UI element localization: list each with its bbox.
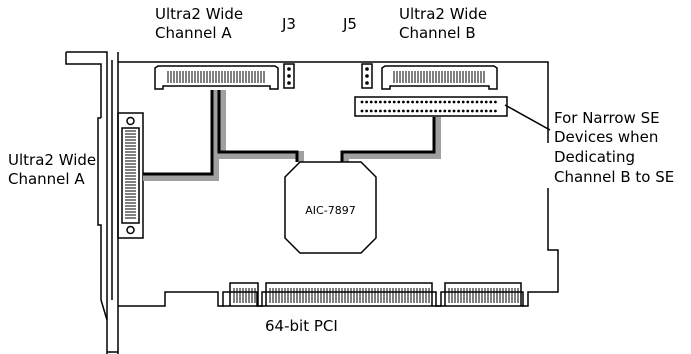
- header-pin: [443, 109, 447, 113]
- header-pin: [420, 109, 424, 113]
- header-pin: [420, 100, 424, 104]
- header-pin: [365, 109, 368, 113]
- header-pin: [429, 109, 433, 113]
- header-pin: [392, 100, 396, 104]
- channel-a-side-connector: [117, 112, 144, 239]
- aic-7897-chip: AIC-7897: [284, 161, 377, 254]
- jumper-j5: [361, 63, 373, 89]
- header-pin: [383, 100, 387, 104]
- header-pin: [406, 109, 410, 113]
- side-label-line2: Channel A: [8, 170, 85, 188]
- header-pin: [434, 100, 437, 104]
- header-pin: [457, 100, 460, 104]
- chip-label: AIC-7897: [305, 204, 355, 217]
- header-pin: [425, 100, 428, 104]
- header-pin: [383, 109, 387, 113]
- header-pin: [475, 100, 479, 104]
- header-pin: [411, 109, 414, 113]
- header-pin: [388, 100, 391, 104]
- j3-label: J3: [281, 15, 296, 33]
- header-pin: [429, 100, 433, 104]
- header-pin: [369, 100, 373, 104]
- narrow-se-label-line1: For Narrow SE: [554, 109, 660, 127]
- header-pin: [438, 109, 442, 113]
- channel-b-top-connector: [381, 65, 498, 90]
- header-pin: [397, 100, 401, 104]
- header-pin: [461, 109, 465, 113]
- header-pin: [466, 109, 470, 113]
- header-pin: [415, 100, 419, 104]
- side-label-line1: Ultra2 Wide: [8, 151, 96, 169]
- header-pin: [466, 100, 470, 104]
- header-pin: [397, 109, 401, 113]
- header-pin: [425, 109, 428, 113]
- top-right-label-line2: Channel B: [399, 24, 476, 42]
- board-outline: [118, 61, 559, 307]
- header-pin: [489, 100, 493, 104]
- header-pin: [480, 109, 483, 113]
- header-pin: [360, 109, 364, 113]
- header-pin: [402, 109, 405, 113]
- signal-traces: [143, 90, 441, 181]
- header-pin: [374, 100, 378, 104]
- header-pin: [475, 109, 479, 113]
- header-pin: [443, 100, 447, 104]
- header-pin: [484, 109, 488, 113]
- header-pin: [471, 100, 474, 104]
- header-pin: [461, 100, 465, 104]
- top-left-label-line1: Ultra2 Wide: [155, 5, 243, 23]
- header-pin: [494, 109, 497, 113]
- top-right-label-line1: Ultra2 Wide: [399, 5, 487, 23]
- channel-a-top-connector: [154, 65, 279, 90]
- header-pin: [411, 100, 414, 104]
- header-pin: [365, 100, 368, 104]
- narrow-se-label-line4: Channel B to SE: [554, 168, 674, 186]
- header-pin: [392, 109, 396, 113]
- header-pin: [379, 100, 382, 104]
- header-pin: [448, 100, 451, 104]
- header-pin: [494, 100, 497, 104]
- header-pin: [471, 109, 474, 113]
- header-pin: [448, 109, 451, 113]
- narrow-se-header: [354, 96, 551, 131]
- header-pin: [480, 100, 483, 104]
- header-pin: [415, 109, 419, 113]
- header-pin: [369, 109, 373, 113]
- header-pin: [457, 109, 460, 113]
- header-pin: [388, 109, 391, 113]
- narrow-se-label-line2: Devices when: [554, 128, 658, 146]
- header-pin: [489, 109, 493, 113]
- j5-label: J5: [342, 15, 357, 33]
- header-pin: [438, 100, 442, 104]
- header-pin: [484, 100, 488, 104]
- bus-label: 64-bit PCI: [265, 317, 338, 335]
- header-pin: [452, 109, 456, 113]
- header-pin: [434, 109, 437, 113]
- header-pin: [406, 100, 410, 104]
- narrow-se-label-line3: Dedicating: [554, 148, 635, 166]
- header-pin: [402, 100, 405, 104]
- jumper-j3: [283, 63, 295, 89]
- header-pin: [360, 100, 364, 104]
- header-pin: [379, 109, 382, 113]
- top-left-label-line2: Channel A: [155, 24, 232, 42]
- header-pin: [374, 109, 378, 113]
- mounting-bracket: [65, 51, 119, 354]
- pci-edge-fingers: [222, 282, 524, 307]
- header-pin: [452, 100, 456, 104]
